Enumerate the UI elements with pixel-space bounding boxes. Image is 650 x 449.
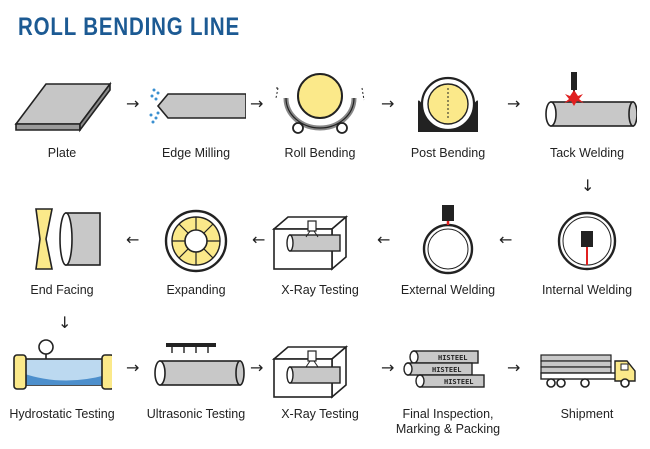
ultrasonic-icon (154, 343, 245, 386)
arrow-left: ← (126, 230, 140, 249)
step-roll-bending: Roll Bending (258, 68, 382, 178)
arrow-right: → (250, 358, 264, 377)
step-label: External Welding (400, 283, 496, 297)
step-label: Ultrasonic Testing (146, 407, 246, 421)
stamp-text: HISTEEL (438, 354, 468, 362)
step-expanding: Expanding (134, 205, 258, 315)
edge-milling-icon (149, 88, 246, 124)
step-shipment: Shipment (525, 339, 649, 449)
arrow-right: → (507, 358, 521, 377)
truck-icon (540, 354, 636, 388)
roll-bending-icon (275, 73, 365, 134)
step-external-welding: External Welding (386, 205, 510, 315)
step-post-bending: Post Bending (386, 68, 510, 178)
step-hydrostatic-testing: Hydrostatic Testing (0, 339, 124, 449)
step-label: Expanding (166, 283, 226, 297)
post-bending-icon (418, 76, 478, 132)
step-tack-welding: Tack Welding (525, 68, 649, 178)
arrow-down: ↓ (58, 313, 72, 332)
arrow-left: ← (252, 230, 266, 249)
expanding-icon (164, 209, 228, 273)
step-xray-testing-1: X-Ray Testing (258, 205, 382, 315)
step-internal-welding: Internal Welding (525, 205, 649, 315)
step-ultrasonic-testing: Ultrasonic Testing (134, 339, 258, 449)
arrow-right: → (250, 94, 264, 113)
arrow-left: ← (377, 230, 391, 249)
step-label: End Facing (30, 283, 94, 297)
arrow-left: ← (499, 230, 513, 249)
arrow-down: ↓ (581, 176, 595, 195)
stamp-text: HISTEEL (432, 366, 462, 374)
tack-welding-icon (545, 72, 637, 127)
step-label: Edge Milling (161, 146, 231, 160)
step-xray-testing-2: X-Ray Testing (258, 339, 382, 449)
step-label: Tack Welding (549, 146, 625, 160)
step-label: X-Ray Testing (281, 407, 359, 421)
step-plate: Plate (0, 68, 124, 178)
arrow-right: → (381, 94, 395, 113)
xray-icon (271, 215, 349, 271)
xray-icon (271, 345, 349, 399)
arrow-right: → (126, 94, 140, 113)
page-title: ROLL BENDING LINE (18, 13, 240, 41)
hydrostatic-icon (13, 339, 112, 390)
step-label: Final Inspection, Marking & Packing (395, 407, 501, 436)
internal-welding-icon (557, 211, 617, 271)
step-edge-milling: Edge Milling (134, 68, 258, 178)
plate-icon (14, 81, 112, 133)
arrow-right: → (126, 358, 140, 377)
step-final-inspection: HISTEEL HISTEEL HISTEEL Final Inspection… (386, 339, 510, 449)
arrow-right: → (507, 94, 521, 113)
stamp-text: HISTEEL (444, 378, 474, 386)
step-label: Plate (47, 146, 77, 160)
step-label: Roll Bending (284, 146, 356, 160)
step-label: Hydrostatic Testing (9, 407, 115, 421)
step-label: Shipment (560, 407, 614, 421)
step-label: Post Bending (410, 146, 486, 160)
step-label: X-Ray Testing (281, 283, 359, 297)
pipe-stack-icon: HISTEEL HISTEEL HISTEEL (403, 350, 485, 388)
step-end-facing: End Facing (0, 205, 124, 315)
step-label: Internal Welding (541, 283, 633, 297)
arrow-right: → (381, 358, 395, 377)
external-welding-icon (422, 205, 474, 275)
end-facing-icon (35, 208, 101, 270)
